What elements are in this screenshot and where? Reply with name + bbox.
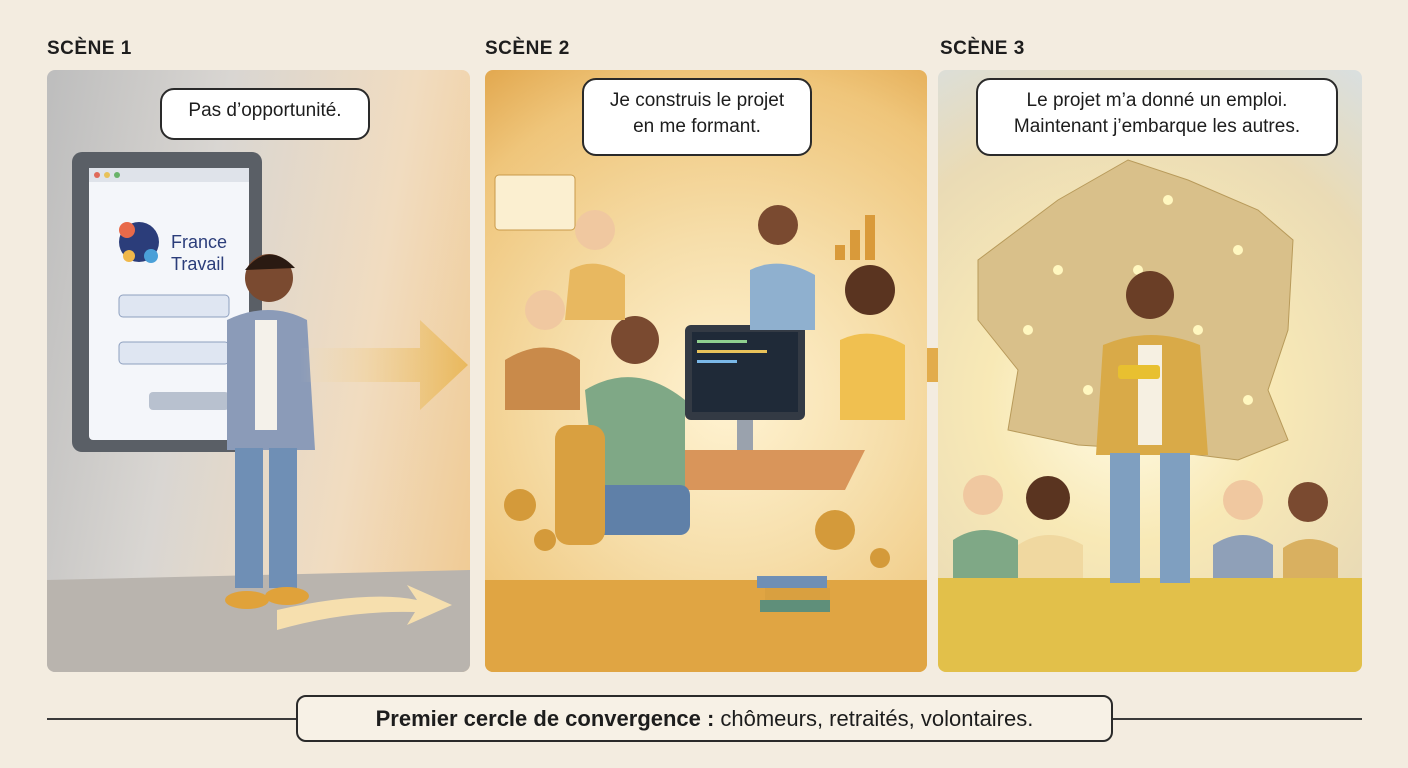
- desk: [660, 450, 865, 490]
- bubble-line: Pas d’opportunité.: [188, 100, 342, 121]
- arrow-scene-1-to-2-icon: [300, 320, 468, 410]
- person-at-computer: [555, 316, 690, 545]
- scene-3-label: SCÈNE 3: [940, 38, 1025, 59]
- logo-text-france: France: [171, 232, 227, 252]
- caption-rule-left: [47, 718, 296, 720]
- caption-bold: Premier cercle de convergence :: [375, 705, 715, 731]
- gear-icons: [504, 489, 890, 568]
- crowd-figures: [953, 475, 1338, 578]
- scene-2-speech-bubble: Je construis le projet en me formant.: [582, 78, 812, 156]
- bubble-line: en me formant.: [633, 116, 761, 137]
- bubble-line: Le projet m’a donné un emploi.: [1026, 90, 1288, 111]
- city-lights: [1023, 195, 1253, 405]
- books-stack: [757, 576, 830, 612]
- floor: [47, 570, 470, 672]
- scene-3-panel: Le projet m’a donné un emploi. Maintenan…: [938, 70, 1362, 672]
- woman-leader-figure: [1096, 271, 1208, 583]
- caption-rest: chômeurs, retraités, volontaires.: [720, 705, 1034, 731]
- scene-2-panel: Je construis le projet en me formant.: [485, 70, 927, 672]
- floor: [485, 580, 927, 672]
- code-window: [494, 174, 576, 231]
- monitor: [72, 152, 262, 452]
- caption-box: Premier cercle de convergence : chômeurs…: [296, 695, 1113, 742]
- job-seeker-figure: [225, 254, 315, 609]
- bubble-line: Maintenant j’embarque les autres.: [1013, 116, 1301, 137]
- colleague-figures: [505, 205, 905, 420]
- scene-1-speech-bubble: Pas d’opportunité.: [160, 88, 370, 140]
- scene-2-label: SCÈNE 2: [485, 38, 570, 59]
- france-travail-logo-icon: [119, 222, 159, 263]
- bubble-line: Je construis le projet: [609, 90, 785, 111]
- scene-3-speech-bubble: Le projet m’a donné un emploi. Maintenan…: [976, 78, 1338, 156]
- bar-chart-icon: [835, 215, 875, 260]
- glowing-ground: [938, 578, 1362, 672]
- scene-2-illustration: [485, 174, 927, 672]
- caption-rule-right: [1113, 718, 1362, 720]
- logo-text-travail: Travail: [171, 254, 224, 274]
- computer-monitor: [685, 325, 805, 450]
- scene-1-label: SCÈNE 1: [47, 38, 132, 59]
- scene-3-illustration: [938, 159, 1362, 672]
- floor-arrow: [277, 585, 452, 630]
- name-badge: [1118, 365, 1160, 379]
- scene-1-illustration: France Travail: [47, 152, 470, 672]
